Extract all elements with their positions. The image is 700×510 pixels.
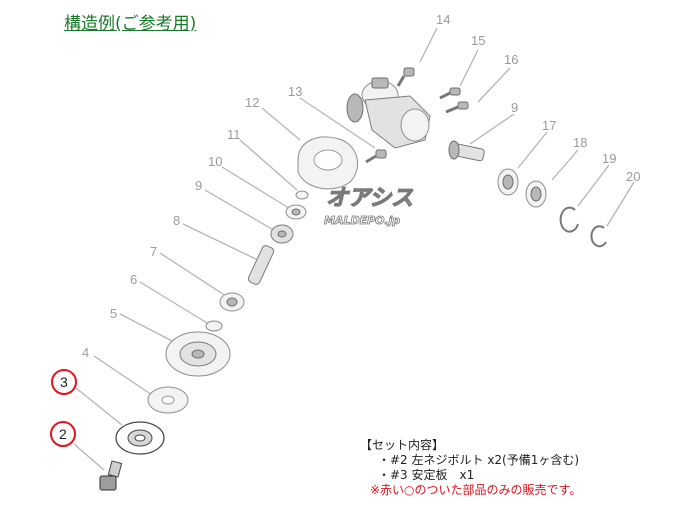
leader-lines: [73, 27, 635, 471]
watermark-brand: オアシス: [326, 186, 413, 211]
bolt-15: [439, 87, 461, 100]
washer-11: [295, 190, 309, 200]
part-number: 4: [82, 345, 89, 360]
set-item: ・#3 安定板 x1: [378, 468, 475, 482]
highlighted-part-3: 3: [51, 369, 77, 395]
part-number: 16: [504, 52, 518, 67]
diagram-title: 構造例(ご参考用): [64, 14, 197, 34]
bearing-17: [497, 168, 519, 196]
part-number: 5: [110, 306, 117, 321]
part-number: 19: [602, 151, 616, 166]
left-thread-bolt-2: [99, 460, 123, 491]
snap-ring-19: [559, 206, 579, 233]
part-number: 7: [150, 244, 157, 259]
set-item: ・#2 左ネジボルト x2(予備1ヶ含む): [378, 453, 580, 467]
highlight-circle: [51, 369, 77, 395]
part-number: 20: [626, 169, 640, 184]
part-number: 10: [208, 154, 222, 169]
stabilizer-plate-3: [115, 421, 165, 455]
highlighted-part-2: 2: [50, 421, 76, 447]
washer-6: [205, 320, 223, 332]
part-number: 12: [245, 95, 259, 110]
bolt-14: [396, 67, 415, 87]
part-number: 13: [288, 84, 302, 99]
part-number: 11: [227, 127, 241, 142]
gear-case: [346, 77, 431, 149]
bolt-13: [365, 149, 387, 164]
part-number: 9: [195, 178, 202, 193]
sale-note: ※赤い○のついた部品のみの販売です。: [370, 483, 582, 497]
part-number: 3: [60, 374, 68, 390]
snap-ring-20: [590, 225, 607, 248]
bolt-16: [445, 101, 469, 114]
cover-12: [297, 136, 358, 190]
gear-9: [270, 224, 294, 244]
bearing-18: [525, 180, 547, 208]
part-number: 18: [573, 135, 587, 150]
part-number: 6: [130, 272, 137, 287]
bearing-7: [219, 292, 245, 312]
receiver-plate-5: [165, 331, 231, 377]
washer-4: [147, 386, 189, 414]
part-number: 8: [173, 213, 180, 228]
gear-shaft-9-upper: [448, 140, 485, 162]
part-numbers: 14 15 16 9 17 18 19 20 12 13 11 10 9 8 7…: [82, 12, 640, 360]
watermark-site: MALDEPO.jp: [324, 214, 400, 227]
part-number: 9: [511, 100, 518, 115]
bearing-10: [285, 204, 307, 220]
set-contents: 【セット内容】 ・#2 左ネジボルト x2(予備1ヶ含む) ・#3 安定板 x1…: [360, 438, 581, 498]
part-number: 2: [59, 426, 67, 442]
set-contents-heading: 【セット内容】: [360, 438, 445, 452]
part-number: 15: [471, 33, 485, 48]
part-number: 14: [436, 12, 450, 27]
highlight-circle: [50, 421, 76, 447]
shaft-8: [247, 245, 275, 285]
part-number: 17: [542, 118, 556, 133]
